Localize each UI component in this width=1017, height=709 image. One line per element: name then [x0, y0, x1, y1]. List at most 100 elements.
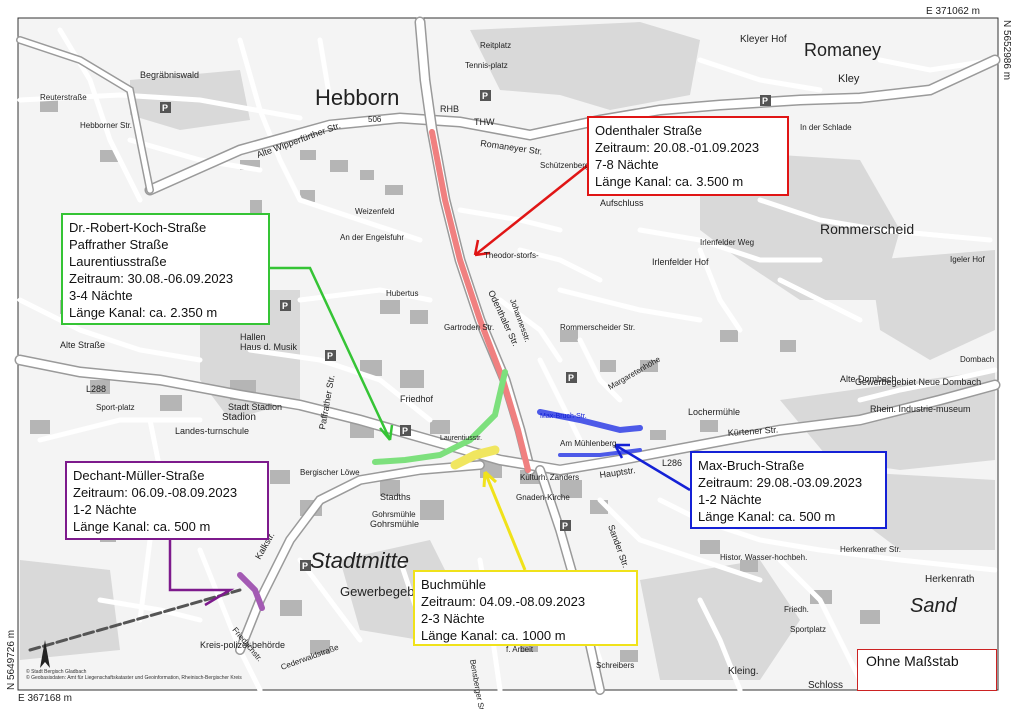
coord-right-vertical: N 5652986 m [1001, 20, 1012, 81]
legend-koch-line: 3-4 Nächte [69, 288, 133, 303]
street-schuetzen: Schützenberg [540, 161, 589, 170]
map-credit: © Stadt Bergisch Gladbach © Geobasisdate… [26, 669, 242, 681]
legend-maxbruch-line: Zeitraum: 29.08.-03.09.2023 [698, 475, 863, 490]
label-schloss: Schloss [808, 680, 843, 691]
label-friedhof: Friedhof [400, 394, 434, 404]
coord-left-vertical: N 5649726 m [6, 629, 17, 690]
street-schreibers: Schreibers [596, 661, 634, 670]
legend-dechant: Dechant-Müller-Straße Zeitraum: 06.09.-0… [65, 461, 269, 540]
legend-koch: Dr.-Robert-Koch-Straße Paffrather Straße… [61, 213, 270, 325]
label-haus-musik: Haus d. Musik [240, 342, 298, 352]
label-irlenfelder-hof: Irlenfelder Hof [652, 257, 709, 267]
legend-maxbruch-line: Länge Kanal: ca. 500 m [698, 509, 836, 524]
label-sportplatz2: Sportplatz [790, 625, 826, 634]
scale-note: Ohne Maßstab [857, 649, 997, 691]
street-gohrsmuehle: Gohrsmühle [372, 510, 416, 519]
label-alte-dombach: Alte Dombach [840, 374, 897, 384]
parking-icon: P [566, 372, 577, 383]
route-maxbruch [537, 409, 643, 434]
label-begraebniswald: Begräbniswald [140, 70, 199, 80]
label-gnadenkirche: Gnaden-Kirche [516, 493, 570, 502]
arrow-buchmuehle [483, 471, 527, 571]
street-irlenfelder: Irlenfelder Weg [700, 238, 754, 247]
label-stadthaus: Stadths [380, 492, 411, 502]
street-laurentius: Laurentiusstr. [440, 435, 482, 442]
legend-dechant-line: Zeitraum: 06.09.-08.09.2023 [73, 485, 238, 500]
legend-koch-line: Paffrather Straße [69, 237, 169, 252]
coord-bottom-left: E 367168 m [18, 693, 72, 704]
label-gohrsmuehle: Gohrsmühle [370, 519, 419, 529]
parking-icon: P [480, 90, 491, 101]
legend-koch-line: Laurentiusstraße [69, 254, 167, 269]
street-hubertus: Hubertus [386, 289, 418, 298]
pointer-arrows [168, 164, 691, 607]
label-stadtmitte: Stadtmitte [310, 548, 409, 573]
legend-dechant-line: Länge Kanal: ca. 500 m [73, 519, 211, 534]
parking-icon: P [280, 300, 291, 311]
street-506: 506 [368, 115, 382, 124]
coord-top-right: E 371062 m [926, 6, 980, 17]
legend-dechant-line: Dechant-Müller-Straße [73, 468, 205, 483]
street-hebborner: Hebborner Str. [80, 121, 132, 130]
route-odenthaler [429, 129, 531, 473]
street-dombach: Dombach [960, 355, 994, 364]
street-muehlenberg: Am Mühlenberg [560, 439, 616, 448]
legend-koch-line: Zeitraum: 30.08.-06.09.2023 [69, 271, 234, 286]
label-igeler-hof: Igeler Hof [950, 255, 985, 264]
legend-buchmuehle-line: 2-3 Nächte [421, 611, 485, 626]
arrow-odenthaler [474, 164, 589, 256]
label-industriemuseum: Rhein. Industrie-museum [870, 404, 971, 414]
parking-icon: P [300, 560, 311, 571]
street-engelsfuss: An der Engelsfuhr [340, 233, 404, 242]
legend-maxbruch: Max-Bruch-Straße Zeitraum: 29.08.-03.09.… [690, 451, 887, 529]
label-kulturhaus: Kulturh. Zanders [520, 473, 579, 482]
arrow-maxbruch [614, 443, 691, 492]
label-histor: Histor. Wasser-hochbeh. [720, 553, 807, 562]
label-gewerbegebiet-neue: Gewerbegebiet Neue Dombach [855, 377, 981, 387]
parking-icon: P [325, 350, 336, 361]
label-sportplatz: Sport-platz [96, 403, 135, 412]
parking-icon: P [760, 95, 771, 106]
label-aufschluss: Aufschluss [600, 198, 644, 208]
label-rhb: RHB [440, 104, 459, 114]
street-l286: L286 [662, 458, 682, 468]
label-hebborn: Hebborn [315, 85, 399, 110]
route-dechant [237, 572, 265, 611]
terrain-areas [20, 22, 995, 680]
svg-text:P: P [282, 301, 288, 311]
legend-koch-line: Dr.-Robert-Koch-Straße [69, 220, 207, 235]
svg-text:P: P [402, 426, 408, 436]
parking-icon: P [560, 520, 571, 531]
sewer-routes [237, 129, 643, 611]
credit-line: © Geobasisdaten: Amt für Liegenschaftska… [26, 675, 242, 681]
label-kreispolizeibehoerde: Kreis-polizei-behörde [200, 640, 285, 650]
street-weizenfeld: Weizenfeld [355, 207, 394, 216]
label-thw: THW [474, 117, 495, 127]
route-buchmuehle [450, 445, 500, 470]
north-arrow-icon [40, 640, 50, 668]
street-gartroden: Gartroden Str. [444, 323, 494, 332]
svg-text:P: P [762, 96, 768, 106]
legend-buchmuehle-line: Länge Kanal: ca. 1000 m [421, 628, 566, 643]
label-kley: Kley [838, 73, 860, 85]
legend-odenthaler-line: Länge Kanal: ca. 3.500 m [595, 174, 744, 189]
label-reitplatz: Reitplatz [480, 41, 511, 50]
street-rommerscheider: Rommerscheider Str. [560, 323, 635, 332]
legend-buchmuehle-line: Buchmühle [421, 577, 487, 592]
credit-line: © Stadt Bergisch Gladbach [26, 669, 87, 675]
label-theodor: Theodor-storfs- [484, 251, 539, 260]
svg-text:P: P [162, 103, 168, 113]
legend-odenthaler: Odenthaler Straße Zeitraum: 20.08.-01.09… [587, 116, 789, 196]
arrow-koch [270, 266, 392, 441]
label-friedh: Friedh. [784, 605, 809, 614]
legend-dechant-line: 1-2 Nächte [73, 502, 137, 517]
svg-text:P: P [327, 351, 333, 361]
label-hallen: Hallen [240, 332, 266, 342]
street-hauptstr: Hauptstr. [599, 465, 636, 480]
svg-text:P: P [562, 521, 568, 531]
label-rommerscheid: Rommerscheid [820, 221, 914, 237]
legend-odenthaler-line: Odenthaler Straße [595, 123, 702, 138]
legend-odenthaler-line: 7-8 Nächte [595, 157, 659, 172]
legend-maxbruch-line: Max-Bruch-Straße [698, 458, 805, 473]
